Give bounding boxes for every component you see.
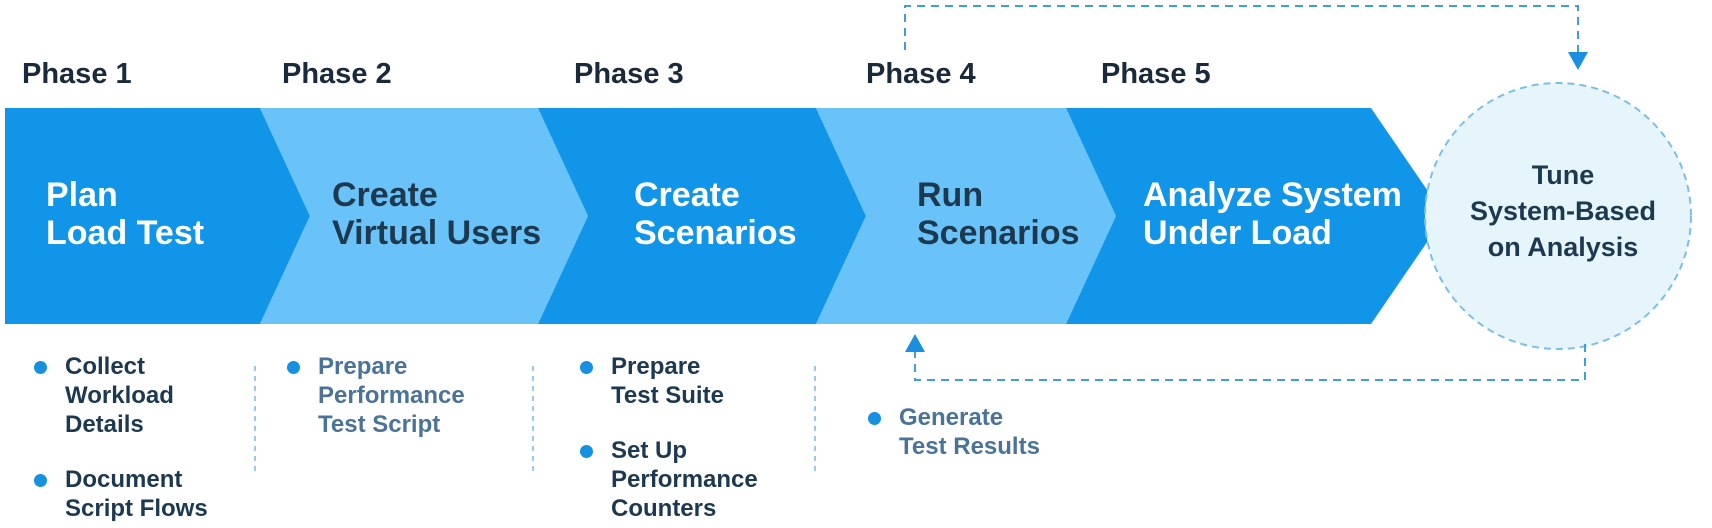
chevron-phase-4 [816,108,1116,324]
phase-2-title-line-2: Virtual Users [332,214,542,252]
phase-4-title: Run Scenarios [917,176,1080,252]
phase-1-title: Plan Load Test [46,176,204,252]
phase-3-label: Phase 3 [574,58,684,90]
task-text: Prepare Test Suite [611,353,724,409]
top-feedback-connector [904,5,1579,56]
phase-2-label: Phase 2 [282,58,392,90]
phase-5-title-line-1: Analyze System [1143,176,1402,214]
phase-1-title-line-2: Load Test [46,214,205,252]
bullet-icon [580,445,593,458]
phase-1-label: Phase 1 [22,58,132,90]
phase-4-title-line-1: Run [917,176,984,214]
chevron-phase-3 [538,108,866,324]
final-step-circle [1424,82,1692,350]
task-text: Generate Test Results [899,404,1040,460]
phase-2-title-line-1: Create [332,176,438,214]
phase-5-label: Phase 5 [1101,58,1211,90]
chevron-phase-2 [260,108,588,324]
top-connector-arrowhead [1568,52,1588,70]
bullet-icon [34,474,47,487]
final-step-title: Tune System-Based on Analysis [1448,157,1678,265]
final-step-line-1: Tune [1531,160,1595,190]
final-step-line-3: on Analysis [1487,232,1639,262]
final-step-line-2: System-Based [1469,196,1657,226]
task-text: Document Script Flows [65,466,208,522]
phase-3-title-line-1: Create [634,176,740,214]
bullet-icon [34,361,47,374]
phase-2-title: Create Virtual Users [332,176,541,252]
bullet-icon [580,361,593,374]
chevron-phase-1 [5,108,310,324]
bullet-icon [287,361,300,374]
phase-5-title: Analyze System Under Load [1143,176,1402,252]
task-text: Set Up Performance Counters [611,437,758,522]
chevron-phase-5 [1066,108,1445,324]
phase-3-title: Create Scenarios [634,176,797,252]
phase-1-title-line-1: Plan [46,176,118,214]
phase-4-title-line-2: Scenarios [917,214,1080,252]
bullet-icon [868,412,881,425]
phase-5-title-line-2: Under Load [1143,214,1332,252]
task-text: Collect Workload Details [65,353,174,438]
phase-4-label: Phase 4 [866,58,976,90]
bottom-feedback-connector [914,344,1586,381]
bottom-connector-arrowhead [905,334,925,352]
task-text: Prepare Performance Test Script [318,353,465,438]
phase-3-title-line-2: Scenarios [634,214,797,252]
